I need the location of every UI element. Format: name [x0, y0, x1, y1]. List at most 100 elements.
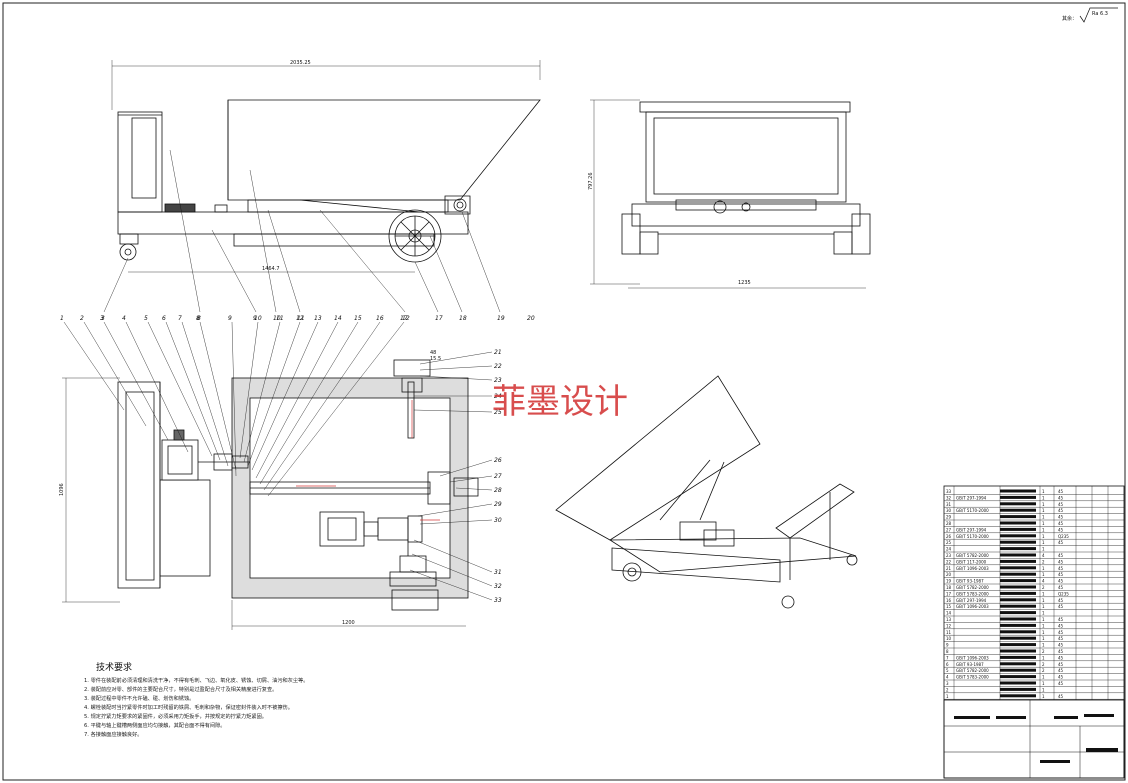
- bom-name-redaction: [1000, 489, 1036, 493]
- front-view: [590, 99, 871, 289]
- bom-row-material: 45: [1058, 694, 1064, 699]
- red-accents: [296, 400, 440, 521]
- bom-row-qty: 1: [1042, 611, 1045, 616]
- callout-plan-right-23: 23: [494, 377, 502, 384]
- bom-row-material: 45: [1058, 675, 1064, 680]
- bom-row-number: 27: [946, 527, 952, 532]
- bom-row-material: 45: [1058, 623, 1064, 628]
- bom-row-material: 45: [1058, 527, 1064, 532]
- callout-plan-top-8: 8: [196, 315, 200, 322]
- callout-side-18: 18: [459, 315, 467, 322]
- callout-side-11: 11: [297, 315, 305, 322]
- bom-row-qty: 1: [1042, 527, 1045, 532]
- tech-requirements: 技术要求 1. 零件在装配前必须清理和清洗干净，不得有毛刺、飞边、氧化皮、锈蚀、…: [84, 661, 308, 738]
- bom-row-qty: 1: [1042, 495, 1045, 500]
- roughness-symbol: 其余： Ra 6.3: [1062, 7, 1118, 23]
- callout-plan-right-27: 27: [494, 473, 502, 480]
- bom-name-redaction: [1000, 540, 1036, 544]
- bom-row-number: 9: [946, 643, 949, 648]
- bom-row-number: 30: [946, 508, 952, 513]
- callout-plan-top-14: 14: [334, 315, 342, 322]
- bom-row-number: 2: [946, 687, 949, 692]
- bom-name-redaction: [1000, 591, 1036, 595]
- bom-row-qty: 1: [1042, 598, 1045, 603]
- callout-plan-top-7: 7: [178, 315, 182, 322]
- bom-row-number: 11: [946, 630, 952, 635]
- bom-row-material: 45: [1058, 515, 1064, 520]
- bom-row-qty: 2: [1042, 559, 1045, 564]
- bom-row-number: 7: [946, 655, 949, 660]
- bom-row-standard: GB/T 5783-2000: [956, 591, 989, 596]
- bom-row-qty: 1: [1042, 534, 1045, 539]
- bom-name-redaction: [1000, 502, 1036, 506]
- callout-plan-top-5: 5: [144, 315, 148, 322]
- callout-side-10: 10: [273, 315, 281, 322]
- bom-name-redaction: [1000, 662, 1036, 666]
- bom-row-number: 22: [946, 559, 952, 564]
- bom-row-material: 45: [1058, 681, 1064, 686]
- bom-row-standard: GB/T 5783-2000: [956, 675, 989, 680]
- bom-row-qty: 2: [1042, 668, 1045, 673]
- bom-row-material: 45: [1058, 643, 1064, 648]
- callout-plan-right-22: 22: [494, 363, 502, 370]
- callout-plan-right-30: 30: [494, 517, 502, 524]
- bom-row-qty: 1: [1042, 508, 1045, 513]
- bom-row-qty: 1: [1042, 521, 1045, 526]
- bom-row-standard: GB/T 297-1994: [956, 495, 987, 500]
- callout-plan-right-33: 33: [494, 597, 502, 604]
- bom-row-number: 15: [946, 604, 952, 609]
- callout-plan-right-26: 26: [494, 457, 502, 464]
- callout-plan-top-4: 4: [122, 315, 126, 322]
- bom-row-qty: 1: [1042, 604, 1045, 609]
- callout-plan-right-32: 32: [494, 583, 502, 590]
- bom-row-number: 32: [946, 495, 952, 500]
- bom-row-material: 45: [1058, 579, 1064, 584]
- bom-row-number: 5: [946, 668, 949, 673]
- bom-row-material: 45: [1058, 508, 1064, 513]
- bom-row-qty: 2: [1042, 585, 1045, 590]
- bom-row-number: 13: [946, 617, 952, 622]
- bom-row-material: 45: [1058, 655, 1064, 660]
- bom-row-qty: 1: [1042, 547, 1045, 552]
- bom-row-standard: GB/T 5782-2000: [956, 585, 989, 590]
- callout-side-20: 20: [527, 315, 535, 322]
- bom-row-number: 12: [946, 623, 952, 628]
- callout-plan-top-10: 10: [254, 315, 262, 322]
- plan-view: [62, 321, 493, 630]
- bom-row-standard: GB/T 5782-2000: [956, 553, 989, 558]
- bom-row-material: 45: [1058, 585, 1064, 590]
- tech-req-item: 6. 平键与轴上键槽两侧面应均匀接触，其配合面不得有间隙。: [84, 721, 225, 729]
- bom-name-redaction: [1000, 521, 1036, 525]
- bom-row-material: 45: [1058, 540, 1064, 545]
- bom-name-redaction: [1000, 515, 1036, 519]
- bom-row-number: 3: [946, 681, 949, 686]
- watermark-text: 菲墨设计: [492, 382, 628, 422]
- bom-row-number: 25: [946, 540, 952, 545]
- bom-row-standard: GB/T 93-1987: [956, 579, 984, 584]
- bom-name-redaction: [1000, 630, 1036, 634]
- bom-row-qty: 1: [1042, 630, 1045, 635]
- bom-row-qty: 1: [1042, 675, 1045, 680]
- bom-row-number: 24: [946, 547, 952, 552]
- roughness-value: Ra 6.3: [1092, 11, 1108, 17]
- bom-row-material: 45: [1058, 566, 1064, 571]
- callout-plan-right-21: 21: [494, 349, 502, 356]
- bom-row-number: 8: [946, 649, 949, 654]
- bom-name-redaction: [1000, 636, 1036, 640]
- bom-row-qty: 1: [1042, 617, 1045, 622]
- roughness-label: 其余：: [1062, 15, 1077, 22]
- bom-row-material: Q235: [1058, 591, 1069, 596]
- bom-name-redaction: [1000, 547, 1036, 551]
- bom-name-redaction: [1000, 617, 1036, 621]
- bom-name-redaction: [1000, 585, 1036, 589]
- bom-row-number: 1: [946, 694, 949, 699]
- bom-name-redaction: [1000, 559, 1036, 563]
- bom-row-material: 45: [1058, 636, 1064, 641]
- bom-name-redaction: [1000, 668, 1036, 672]
- bom-row-qty: 1: [1042, 687, 1045, 692]
- bom-row-qty: 2: [1042, 649, 1045, 654]
- bom-row-qty: 1: [1042, 655, 1045, 660]
